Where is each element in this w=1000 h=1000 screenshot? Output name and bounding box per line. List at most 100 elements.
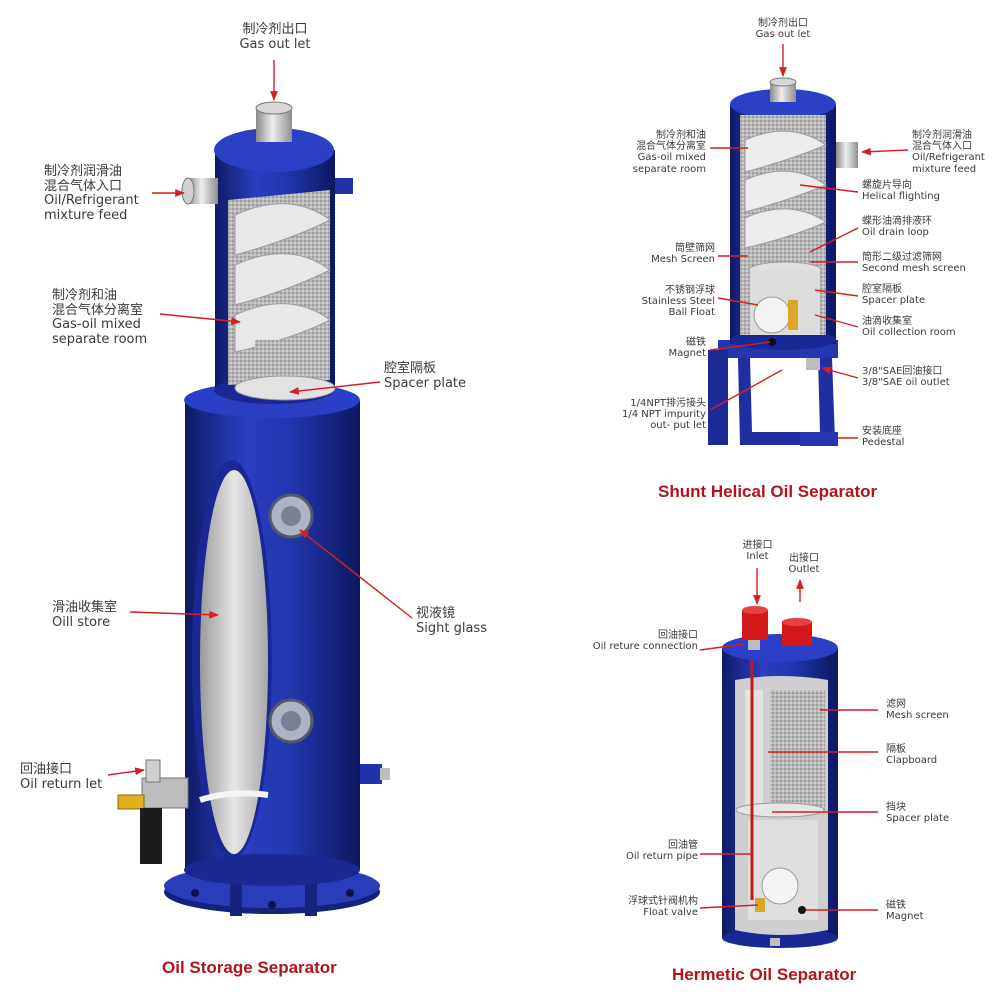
os-gas-oil-room-label: 制冷剂和油 混合气体分离室 Gas-oil mixed separate roo… — [52, 288, 148, 347]
he-inlet-zh: 进接口 — [742, 540, 773, 551]
sh-spacer-plate-label: 腔室隔板 Spacer plate — [862, 284, 925, 306]
os-oil-store-en: Oill store — [52, 614, 111, 630]
os-spacer-plate-zh: 腔室隔板 — [384, 361, 437, 376]
sh-helical-label: 螺旋片导向 Helical flighting — [862, 180, 940, 202]
sh-npt-label: 1/4NPT排污接头 1/4 NPT impurity out- put let — [596, 398, 706, 432]
sh-mixture-feed-en2: mixture feed — [912, 163, 977, 175]
sh-gas-outlet-zh: 制冷剂出口 — [758, 18, 808, 29]
sh-gas-oil-room-label: 制冷剂和油 混合气体分离室 Gas-oil mixed separate roo… — [600, 130, 706, 175]
os-gas-oil-room-en1: Gas-oil mixed — [52, 317, 141, 333]
os-gas-oil-room-zh2: 混合气体分离室 — [52, 302, 144, 318]
oil-storage-separator-illustration — [117, 101, 390, 916]
sh-mixture-feed-zh1: 制冷剂润滑油 — [912, 130, 972, 141]
he-clapboard-en: Clapboard — [886, 755, 938, 767]
he-oil-return-pipe-label: 回油管 Oil return pipe — [580, 840, 698, 862]
os-sight-glass-label: 视液镜 Sight glass — [416, 606, 487, 636]
os-mixture-feed-label: 制冷剂润滑油 混合气体入口 Oil/Refrigerant mixture fe… — [44, 164, 139, 223]
he-clapboard-label: 隔板 Clapboard — [886, 744, 937, 766]
he-inlet-en: Inlet — [746, 551, 769, 563]
he-magnet-label: 磁铁 Magnet — [886, 900, 924, 922]
hermetic-separator-illustration — [722, 606, 838, 948]
oil-storage-title: Oil Storage Separator — [162, 958, 337, 977]
sh-gas-oil-room-en2: separate room — [632, 163, 706, 175]
sh-mesh-screen-label: 筒壁筛网 Mesh Screen — [600, 243, 715, 265]
os-gas-outlet-zh: 制冷剂出口 — [242, 22, 308, 37]
shunt-helical-title: Shunt Helical Oil Separator — [658, 482, 878, 501]
os-gas-outlet-label: 制冷剂出口 Gas out let — [220, 22, 330, 52]
he-mesh-screen-en: Mesh screen — [886, 710, 949, 722]
os-sight-glass-zh: 视液镜 — [416, 606, 456, 621]
he-float-valve-zh: 浮球式针阀机构 — [628, 896, 698, 907]
os-oil-return-label: 回油接口 Oil return let — [20, 762, 103, 792]
sh-magnet-zh: 磁铁 — [686, 337, 706, 348]
os-spacer-plate-en: Spacer plate — [384, 375, 467, 391]
he-oil-return-conn-en: Oil reture connection — [592, 641, 698, 653]
os-oil-return-zh: 回油接口 — [20, 762, 73, 777]
os-gas-outlet-en: Gas out let — [239, 36, 311, 52]
sh-sae-outlet-en: 3/8"SAE oil outlet — [862, 377, 950, 389]
sh-mesh-screen-en: Mesh Screen — [651, 254, 715, 266]
sh-spacer-plate-zh: 腔室隔板 — [862, 284, 902, 295]
sh-pedestal-zh: 安装底座 — [862, 426, 902, 437]
he-outlet-label: 出接口 Outlet — [774, 553, 834, 575]
he-oil-return-pipe-en: Oil return pipe — [626, 851, 698, 863]
sh-npt-zh: 1/4NPT排污接头 — [630, 398, 706, 409]
sh-ball-float-en1: Stainless Steel — [641, 296, 715, 308]
he-spacer-plate-en: Spacer plate — [886, 813, 950, 825]
he-oil-return-conn-label: 回油接口 Oil reture connection — [560, 630, 698, 652]
sh-second-mesh-label: 筒形二级过滤筛网 Second mesh screen — [862, 252, 966, 274]
sh-npt-en2: out- put let — [650, 420, 706, 432]
sh-gas-oil-room-en1: Gas-oil mixed — [637, 152, 706, 164]
sh-spacer-plate-en: Spacer plate — [862, 295, 926, 307]
os-sight-glass-en: Sight glass — [416, 620, 487, 636]
sh-helical-zh: 螺旋片导向 — [862, 180, 912, 191]
shunt-helical-separator-illustration — [708, 77, 858, 446]
he-outlet-zh: 出接口 — [789, 553, 819, 564]
sh-pedestal-en: Pedestal — [862, 437, 905, 449]
sh-second-mesh-en: Second mesh screen — [862, 263, 966, 275]
sh-magnet-label: 磁铁 Magnet — [600, 337, 706, 359]
sh-gas-outlet-en: Gas out let — [755, 29, 811, 41]
he-oil-return-pipe-zh: 回油管 — [668, 840, 698, 851]
he-inlet-label: 进接口 Inlet — [730, 540, 785, 562]
sh-mixture-feed-zh2: 混合气体入口 — [912, 141, 972, 153]
os-gas-oil-room-zh1: 制冷剂和油 — [52, 288, 118, 303]
os-oil-store-label: 滑油收集室 Oill store — [52, 600, 118, 630]
sh-pedestal-label: 安装底座 Pedestal — [862, 426, 904, 448]
callout-arrows — [107, 44, 909, 911]
sh-gas-outlet-label: 制冷剂出口 Gas out let — [735, 18, 831, 40]
he-spacer-plate-label: 挡块 Spacer plate — [886, 802, 949, 824]
os-mixture-feed-zh1: 制冷剂润滑油 — [44, 164, 123, 179]
os-mixture-feed-en2: mixture feed — [44, 207, 128, 223]
sh-sae-outlet-zh: 3/8"SAE回油接口 — [862, 366, 943, 377]
sh-magnet-en: Magnet — [668, 348, 706, 360]
sh-gas-oil-room-zh2: 混合气体分离室 — [636, 141, 706, 153]
os-mixture-feed-zh2: 混合气体入口 — [44, 178, 123, 194]
sh-second-mesh-zh: 筒形二级过滤筛网 — [862, 252, 942, 263]
sh-sae-outlet-label: 3/8"SAE回油接口 3/8"SAE oil outlet — [862, 366, 950, 388]
he-outlet-en: Outlet — [788, 564, 820, 576]
he-oil-return-conn-zh: 回油接口 — [658, 630, 698, 641]
he-magnet-en: Magnet — [886, 911, 924, 923]
sh-ball-float-zh: 不锈钢浮球 — [665, 285, 715, 296]
os-oil-return-en: Oil return let — [20, 776, 103, 792]
sh-drain-loop-zh: 蝶形油滴排液环 — [862, 216, 932, 227]
os-spacer-plate-label: 腔室隔板 Spacer plate — [384, 361, 467, 391]
sh-drain-loop-en: Oil drain loop — [862, 227, 929, 239]
sh-mixture-feed-en1: Oil/Refrigerant — [912, 152, 985, 164]
sh-collection-room-label: 油滴收集室 Oil collection room — [862, 316, 956, 338]
os-gas-oil-room-en2: separate room — [52, 331, 148, 347]
os-mixture-feed-en1: Oil/Refrigerant — [44, 193, 139, 209]
sh-helical-en: Helical flighting — [862, 191, 940, 203]
sh-ball-float-en2: Ball Float — [668, 307, 715, 319]
sh-collection-room-zh: 油滴收集室 — [862, 316, 912, 327]
he-clapboard-zh: 隔板 — [886, 744, 906, 755]
sh-mesh-screen-zh: 筒壁筛网 — [675, 243, 715, 254]
sh-mixture-feed-label: 制冷剂润滑油 混合气体入口 Oil/Refrigerant mixture fe… — [912, 130, 985, 175]
os-oil-store-zh: 滑油收集室 — [52, 600, 118, 615]
he-spacer-plate-zh: 挡块 — [886, 802, 906, 813]
sh-npt-en1: 1/4 NPT impurity — [621, 409, 706, 421]
sh-gas-oil-room-zh1: 制冷剂和油 — [656, 130, 706, 141]
sh-drain-loop-label: 蝶形油滴排液环 Oil drain loop — [862, 216, 932, 238]
